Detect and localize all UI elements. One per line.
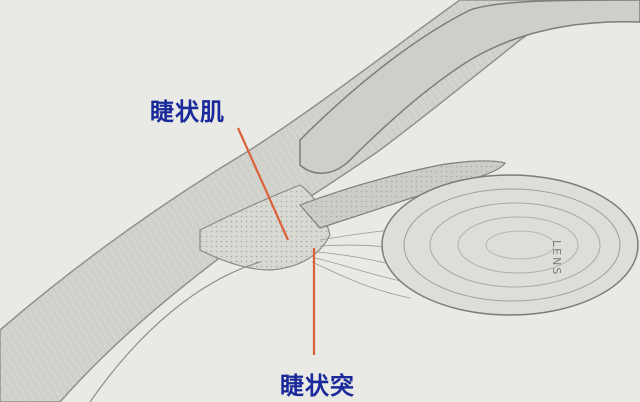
pointer-ciliary-muscle	[236, 127, 290, 241]
iris-texture	[300, 160, 505, 228]
ciliary-body-texture	[200, 185, 330, 270]
inner-boundary	[89, 261, 261, 402]
lens-label: LENS	[550, 240, 563, 276]
label-ciliary-muscle: 睫状肌	[150, 98, 225, 126]
cornea	[299, 0, 640, 174]
lens	[381, 174, 639, 316]
label-ciliary-process: 睫状突	[280, 372, 355, 400]
